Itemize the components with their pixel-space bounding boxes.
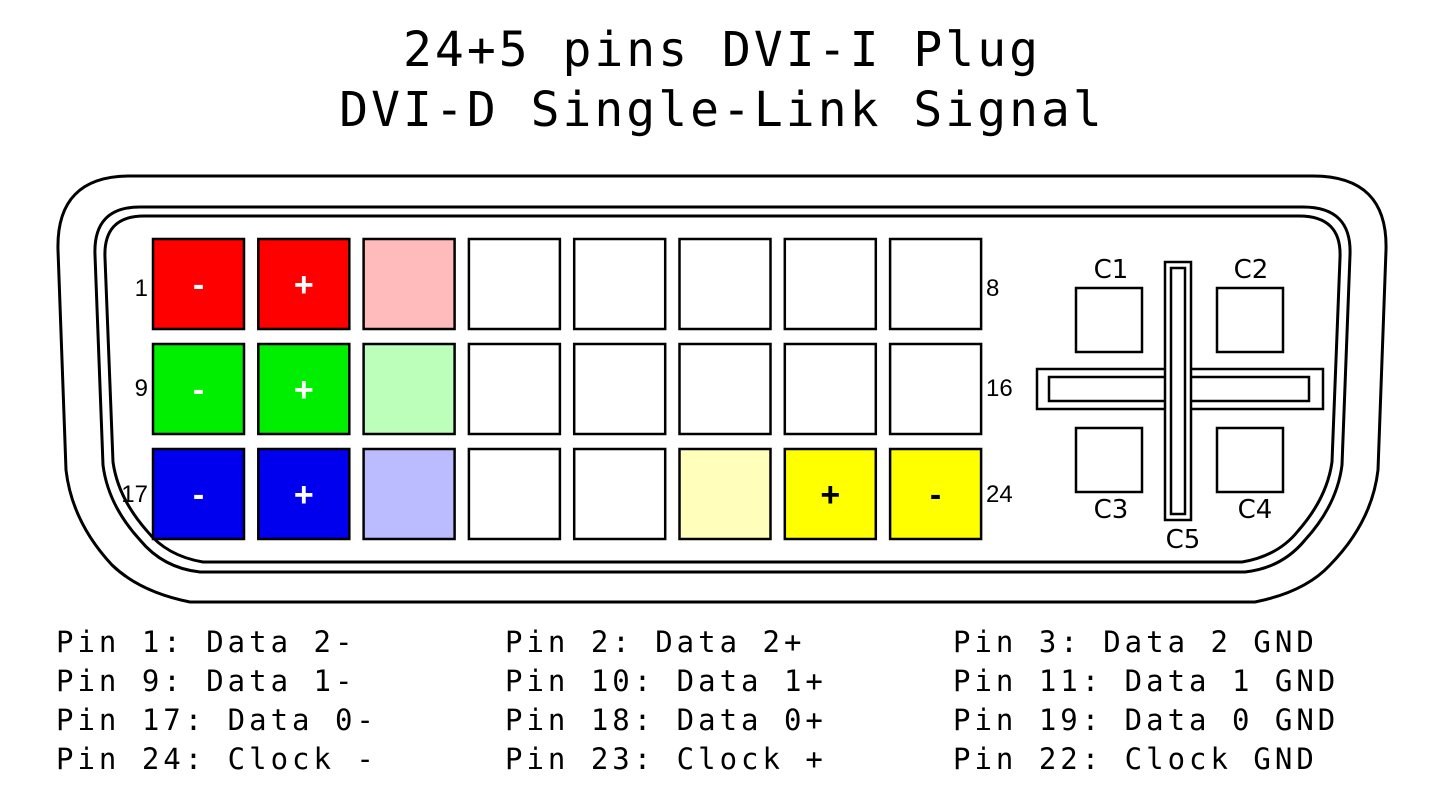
pin-17-sign: - [193,476,204,514]
pin-4 [467,237,562,331]
pin-6 [678,237,772,331]
title-line-1: 24+5 pins DVI-I Plug [403,22,1041,78]
analog-pin-c3 [1074,426,1144,494]
pin-11 [362,342,456,436]
pin-1-sign: - [193,266,204,304]
row-2-left-label: 9 [135,375,148,402]
legend-entry: Pin 22: Clock GND [953,742,1318,776]
pin-13 [572,342,667,436]
legend-entry: Pin 11: Data 1 GND [953,664,1339,698]
title-line-2: DVI-D Single-Link Signal [339,82,1105,138]
legend-entry: Pin 1: Data 2- [56,625,356,659]
pin-2 [257,237,351,331]
analog-pin-c2 [1215,286,1285,354]
pin-19 [362,447,456,541]
c1-label: C1 [1094,255,1129,285]
digital-pin-grid: - + - + - + + - [151,237,983,541]
c3-label: C3 [1094,495,1129,525]
pin-17 [151,447,246,541]
legend-entry: Pin 2: Data 2+ [505,625,805,659]
legend-entry: Pin 18: Data 0+ [505,703,827,737]
row-3-left-label: 17 [121,481,148,508]
c4-label: C4 [1238,495,1273,525]
pin-18-sign: + [294,476,314,514]
connector-shell [56,174,1388,604]
analog-pin-c1 [1074,286,1144,354]
legend-entry: Pin 19: Data 0 GND [953,703,1339,737]
connector-outer-outline [56,174,1388,604]
row-1-left-label: 1 [135,275,148,302]
pin-1 [151,237,246,331]
pin-22 [678,447,772,541]
analog-pin-c4 [1215,426,1285,494]
connector-inner-outline-1 [93,205,1352,574]
pin-15 [783,342,878,436]
c2-label: C2 [1234,255,1269,285]
pin-10-sign: + [294,371,314,409]
pin-9 [151,342,246,436]
pin-20 [467,447,562,541]
c5-blade-inner [1169,266,1187,516]
legend-entry: Pin 23: Clock + [505,742,827,776]
pin-14 [678,342,772,436]
legend-entry: Pin 10: Data 1+ [505,664,827,698]
connector-inner-outline-2 [103,214,1342,564]
row-2-right-label: 16 [986,375,1013,402]
row-3-right-label: 24 [986,481,1013,508]
pin-9-sign: - [193,371,204,409]
analog-section [1035,260,1325,522]
pin-23-sign: + [820,476,840,514]
pin-2-sign: + [294,266,314,304]
pin-21 [572,447,667,541]
legend-entry: Pin 24: Clock - [56,742,378,776]
legend-entry: Pin 9: Data 1- [56,664,356,698]
pin-5 [572,237,667,331]
pin-18 [257,447,351,541]
legend-entry: Pin 17: Data 0- [56,703,378,737]
pin-8 [888,237,983,331]
pin-7 [783,237,878,331]
pin-10 [257,342,351,436]
pin-24 [888,447,983,541]
legend-entry: Pin 3: Data 2 GND [953,625,1318,659]
c5-label: C5 [1166,525,1201,555]
pin-24-sign: - [930,476,941,514]
pin-3 [362,237,456,331]
row-labels: 1 8 9 16 17 24 [121,275,1012,508]
pin-23 [783,447,878,541]
pin-legend: Pin 1: Data 2- Pin 2: Data 2+ Pin 3: Data … [56,625,1339,776]
pin-16 [888,342,983,436]
c5-blade-outer [1163,260,1193,522]
row-1-right-label: 8 [986,275,999,302]
pin-12 [467,342,562,436]
